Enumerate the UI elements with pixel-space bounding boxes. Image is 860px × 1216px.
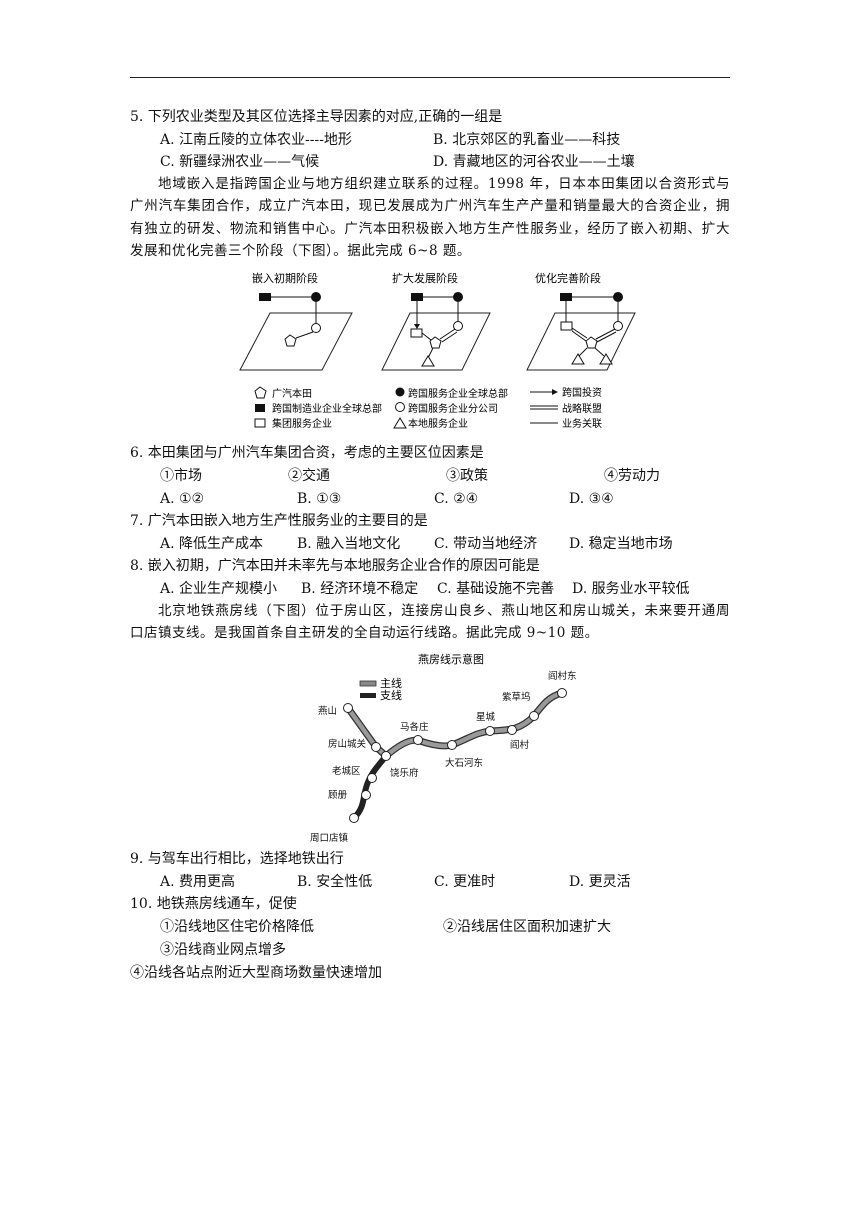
q9-option-d[interactable]: D. 更灵活 xyxy=(569,874,631,890)
q7-option-d[interactable]: D. 稳定当地市场 xyxy=(569,536,673,552)
station-guce xyxy=(361,790,371,800)
label-xingcheng: 星城 xyxy=(476,712,496,723)
yanfang-line-map: 燕房线示意图 主线 支线 燕山 房山城关 马各庄 饶乐府 老城区 顾册 周口店镇… xyxy=(310,652,577,844)
q10-stem: 10. 地铁燕房线通车，促使 xyxy=(130,896,297,912)
station-dashihedong xyxy=(447,740,457,750)
station-fangshan-chengguan xyxy=(371,742,381,752)
stage2-diagram xyxy=(381,292,491,371)
figure1-legend: 广汽本田 跨国制造业企业全球总部 集团服务企业 跨国服务企业全球总部 跨国服务企… xyxy=(254,386,602,430)
q10-item-1[interactable]: ①沿线地区住宅价格降低 xyxy=(160,919,314,935)
q5-option-b[interactable]: B. 北京郊区的乳畜业——科技 xyxy=(433,132,621,148)
q7-option-c[interactable]: C. 带动当地经济 xyxy=(434,536,538,552)
q5-option-d[interactable]: D. 青藏地区的河谷农业——土壤 xyxy=(433,154,635,170)
q6-stem: 6. 本田集团与广州汽车集团合资，考虑的主要区位因素是 xyxy=(130,445,484,461)
passage-yanfang-line: 北京地铁燕房线（下图）位于房山区，连接房山良乡、燕山地区和房山城关，未来要开通周… xyxy=(130,603,730,642)
station-yancun xyxy=(507,725,517,735)
legend-gac-honda: 广汽本田 xyxy=(272,387,312,400)
q9-option-b[interactable]: B. 安全性低 xyxy=(297,874,373,890)
label-fangshan-chengguan: 房山城关 xyxy=(328,738,367,750)
stage2-title: 扩大发展阶段 xyxy=(392,271,458,285)
map-title: 燕房线示意图 xyxy=(418,652,484,666)
q8-stem: 8. 嵌入初期，广汽本田并未率先与本地服务企业合作的原因可能是 xyxy=(130,558,540,574)
q9-option-c[interactable]: C. 更准时 xyxy=(434,874,496,890)
legend-investment: 跨国投资 xyxy=(562,386,602,399)
q6-option-d[interactable]: D. ③④ xyxy=(569,491,614,507)
q6-option-c[interactable]: C. ②④ xyxy=(434,491,479,507)
station-zicaowu xyxy=(529,711,539,721)
legend-business-link: 业务关联 xyxy=(562,417,602,430)
label-mageazhuang: 马各庄 xyxy=(400,721,429,733)
q6-item-1: ①市场 xyxy=(160,468,202,484)
label-yancun: 阎村 xyxy=(510,739,530,751)
station-laochengqu xyxy=(367,773,377,783)
q5-option-a[interactable]: A. 江南丘陵的立体农业----地形 xyxy=(160,132,352,148)
station-xingcheng xyxy=(485,726,495,736)
q5-stem: 5. 下列农业类型及其区位选择主导因素的对应,正确的一组是 xyxy=(130,109,503,125)
label-laochengqu: 老城区 xyxy=(332,765,361,777)
legend-service-hq: 跨国服务企业全球总部 xyxy=(408,387,508,400)
q7-stem: 7. 广汽本田嵌入地方生产性服务业的主要目的是 xyxy=(130,513,428,529)
stage3-diagram xyxy=(526,292,636,371)
stage3-title: 优化完善阶段 xyxy=(535,271,601,285)
q8-option-c[interactable]: C. 基础设施不完善 xyxy=(437,581,555,597)
q7-option-a[interactable]: A. 降低生产成本 xyxy=(160,536,264,552)
legend-main-line: 主线 xyxy=(380,676,402,690)
q6-item-3: ③政策 xyxy=(446,468,488,484)
q8-option-b[interactable]: B. 经济环境不稳定 xyxy=(301,581,419,597)
legend-local-service: 本地服务企业 xyxy=(408,417,468,430)
q10-item-2[interactable]: ②沿线居住区面积加速扩大 xyxy=(443,919,611,935)
passage-embedding: 地域嵌入是指跨国企业与地方组织建立联系的过程。1998 年，日本本田集团以合资形… xyxy=(130,176,730,260)
label-yanshan: 燕山 xyxy=(318,705,337,717)
stations xyxy=(343,688,567,823)
station-raolefu xyxy=(381,751,391,761)
q10-item-4[interactable]: ④沿线各站点附近大型商场数量快速增加 xyxy=(130,965,382,981)
q9-stem: 9. 与驾车出行相比，选择地铁出行 xyxy=(130,851,344,867)
header-rule xyxy=(130,77,730,78)
label-guce: 顾册 xyxy=(328,790,348,801)
q6-option-b[interactable]: B. ①③ xyxy=(297,491,342,507)
legend-branch-line: 支线 xyxy=(380,688,402,702)
station-yanshan xyxy=(343,703,353,713)
station-mageazhuang xyxy=(413,735,423,745)
q6-item-2: ②交通 xyxy=(288,468,330,484)
q8-option-a[interactable]: A. 企业生产规模小 xyxy=(160,581,278,597)
legend-group-service: 集团服务企业 xyxy=(272,417,332,430)
branch-line-path xyxy=(351,753,389,821)
legend-service-branch: 跨国服务企业分公司 xyxy=(408,402,498,415)
label-dashihedong: 大石河东 xyxy=(445,757,483,769)
station-zhoukoudian xyxy=(349,813,359,823)
q8-option-d[interactable]: D. 服务业水平较低 xyxy=(572,581,690,597)
legend-mfg-hq: 跨国制造业企业全球总部 xyxy=(272,402,382,415)
legend-alliance: 战略联盟 xyxy=(562,402,602,415)
label-raolefu: 饶乐府 xyxy=(390,767,419,779)
label-zicaowu: 紫草坞 xyxy=(502,691,531,703)
stage1-title: 嵌入初期阶段 xyxy=(252,271,318,285)
station-yancundong xyxy=(557,688,567,698)
q6-option-a[interactable]: A. ①② xyxy=(160,491,205,507)
q6-item-4: ④劳动力 xyxy=(604,468,660,484)
q7-option-b[interactable]: B. 融入当地文化 xyxy=(297,536,401,552)
stage1-diagram xyxy=(239,292,353,371)
q10-item-3[interactable]: ③沿线商业网点增多 xyxy=(160,942,286,958)
label-zhoukoudian: 周口店镇 xyxy=(310,832,349,844)
q9-option-a[interactable]: A. 费用更高 xyxy=(160,874,236,890)
label-yancundong: 阎村东 xyxy=(548,670,577,682)
embedding-stages-figure: 嵌入初期阶段 扩大发展阶段 优化完善阶段 xyxy=(230,266,662,436)
q5-option-c[interactable]: C. 新疆绿洲农业——气候 xyxy=(160,154,320,170)
